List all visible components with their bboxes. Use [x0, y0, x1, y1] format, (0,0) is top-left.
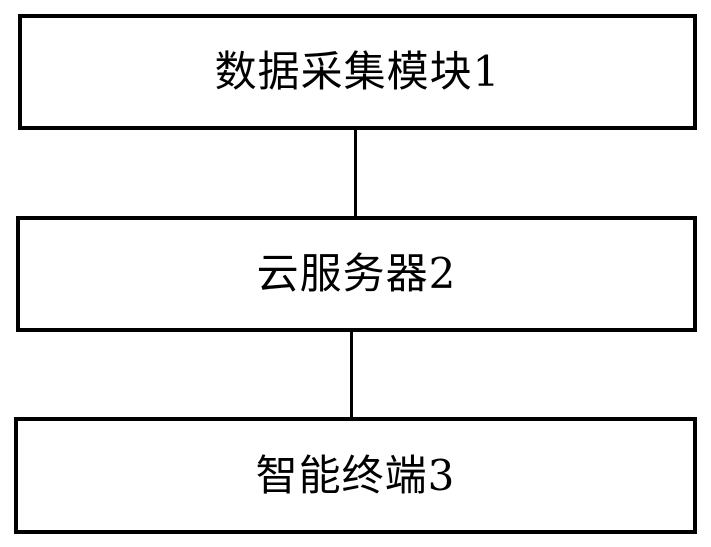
- connector-module-to-server: [354, 130, 357, 216]
- connector-server-to-terminal: [350, 332, 353, 417]
- smart-terminal-label: 智能终端3: [255, 450, 456, 500]
- data-acquisition-module-box: 数据采集模块1: [18, 14, 697, 130]
- smart-terminal-box: 智能终端3: [14, 417, 697, 534]
- data-acquisition-module-label: 数据采集模块1: [214, 47, 501, 96]
- cloud-server-label: 云服务器2: [256, 249, 457, 298]
- cloud-server-box: 云服务器2: [16, 216, 697, 332]
